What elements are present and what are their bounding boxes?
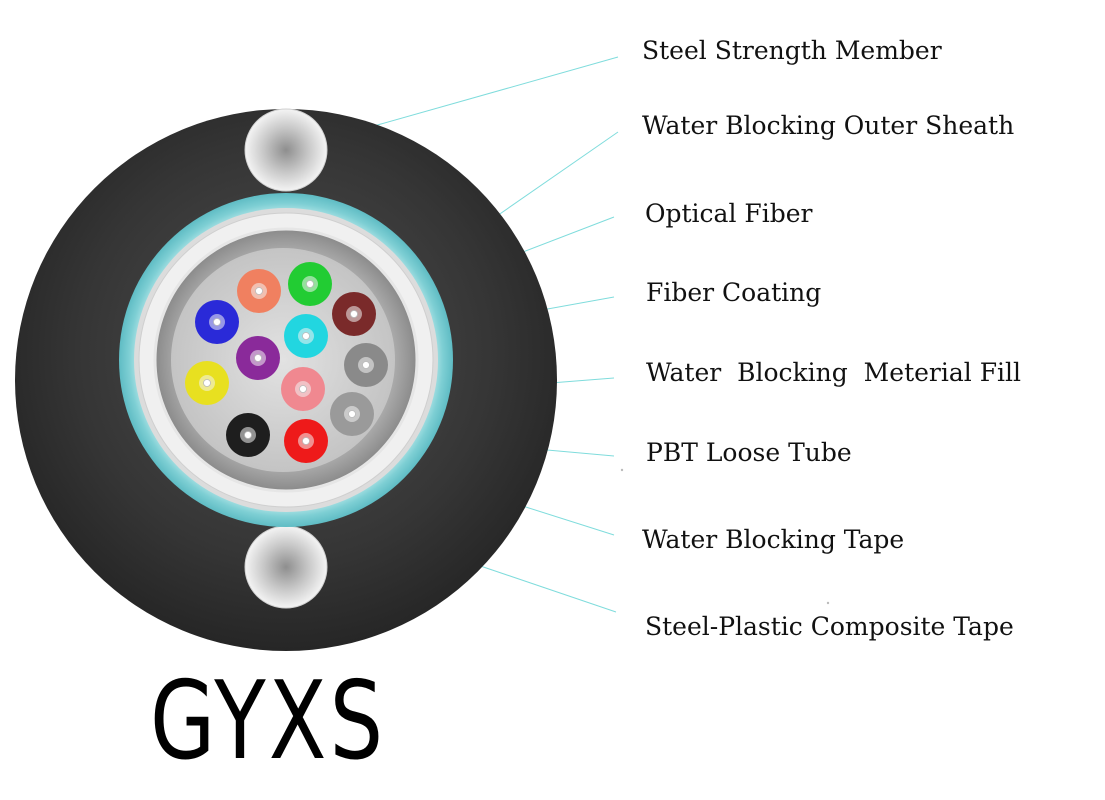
callout-label: Fiber Coating	[646, 278, 822, 307]
leader-dot	[826, 601, 830, 605]
violet-fiber	[236, 336, 280, 380]
slate-fiber	[344, 343, 388, 387]
optical-fibers	[185, 262, 388, 463]
rose-fiber	[281, 367, 325, 411]
fiber-core	[350, 310, 358, 318]
callout-label: Water Blocking Tape	[642, 525, 905, 554]
leader-line	[493, 131, 619, 219]
fiber-core	[302, 437, 310, 445]
fiber-core	[362, 361, 370, 369]
fiber-core	[244, 431, 252, 439]
gray-fiber	[330, 392, 374, 436]
red-fiber	[284, 419, 328, 463]
fiber-core	[348, 410, 356, 418]
steel-strength-member-top	[244, 108, 328, 192]
fiber-core	[306, 280, 314, 288]
callout-label: Steel-Plastic Composite Tape	[645, 612, 1014, 641]
green-fiber	[288, 262, 332, 306]
fiber-core	[255, 287, 263, 295]
fiber-core	[254, 354, 262, 362]
fiber-core	[203, 379, 211, 387]
callout-label: Water Blocking Meterial Fill	[646, 358, 1022, 387]
steel-strength-member-bottom	[244, 525, 328, 609]
callout-label: PBT Loose Tube	[646, 438, 852, 467]
aqua-fiber	[284, 314, 328, 358]
fiber-core	[213, 318, 221, 326]
fiber-core	[299, 385, 307, 393]
brown-fiber	[332, 292, 376, 336]
orange-fiber	[237, 269, 281, 313]
blue-fiber	[195, 300, 239, 344]
callout-label: Steel Strength Member	[642, 36, 942, 65]
yellow-fiber	[185, 361, 229, 405]
callout-label: Optical Fiber	[645, 199, 813, 228]
leader-dot	[620, 468, 624, 472]
fiber-core	[302, 332, 310, 340]
product-code: GYXS	[150, 659, 387, 784]
callout-label: Water Blocking Outer Sheath	[642, 111, 1015, 140]
black-fiber	[226, 413, 270, 457]
